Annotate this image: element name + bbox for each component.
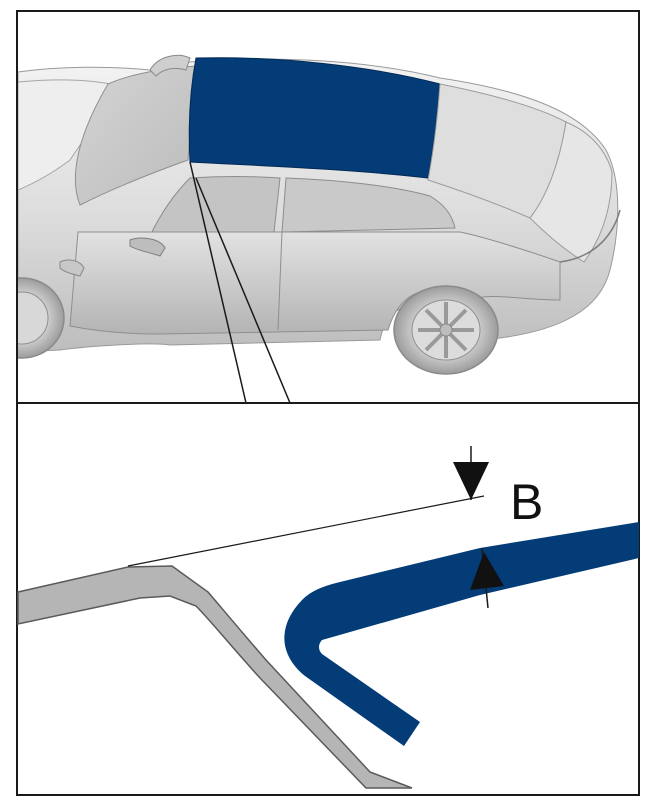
- fender-vent: [59, 259, 85, 277]
- dimension-arrow-icon: [453, 446, 504, 609]
- side-mirror: [149, 54, 191, 77]
- reference-line: [127, 495, 485, 567]
- detail-section: B: [17, 446, 639, 789]
- rear-deck: [529, 121, 613, 263]
- detail-callout-lines: [189, 161, 291, 404]
- tail-line: [559, 209, 621, 263]
- side-window-rear: [281, 177, 456, 233]
- glass-roof-profile: [284, 522, 639, 746]
- dimension-label: B: [510, 474, 543, 530]
- door-handle: [129, 237, 166, 257]
- body-flange: [17, 565, 413, 789]
- side-window-front: [149, 176, 281, 237]
- glass-roof-panel: [188, 57, 441, 179]
- front-wheel: [18, 277, 65, 359]
- rear-wheel: [393, 285, 499, 375]
- car-illustration: [18, 54, 621, 375]
- door-seam: [277, 231, 283, 331]
